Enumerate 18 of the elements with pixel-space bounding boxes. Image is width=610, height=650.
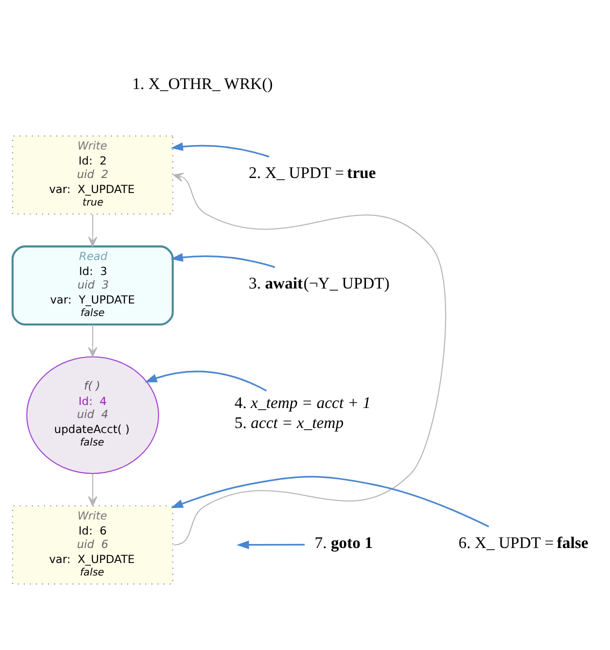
arrow	[170, 475, 490, 527]
node-text: 6. X_ UPDT = false	[458, 533, 588, 552]
node-text: 3. await(¬Y_ UPDT)	[248, 274, 390, 292]
arrow	[88, 324, 98, 357]
label: 1. X_OTHR_ WRK()	[132, 74, 273, 93]
node-text: 4. x_temp = acct + 1 5. acct = x_temp	[234, 393, 371, 432]
arrow	[170, 142, 270, 157]
node-box: Read Id: 3 uid 3 var: Y_UPDATE false	[12, 244, 174, 325]
arrow	[88, 473, 98, 506]
node-text: 2. X_ UPDT = true	[248, 163, 376, 182]
arrow	[173, 172, 446, 545]
arrow	[144, 370, 267, 391]
node-text: 7. goto 1	[314, 533, 373, 552]
node-box: Write Id: 2 uid 2 var: X_UPDATE true	[12, 134, 174, 214]
node-box: Write Id: 6 uid 6 var: X_UPDATE false	[12, 504, 174, 584]
arrow	[88, 214, 98, 246]
arrow	[236, 540, 305, 549]
arrow	[170, 252, 276, 268]
